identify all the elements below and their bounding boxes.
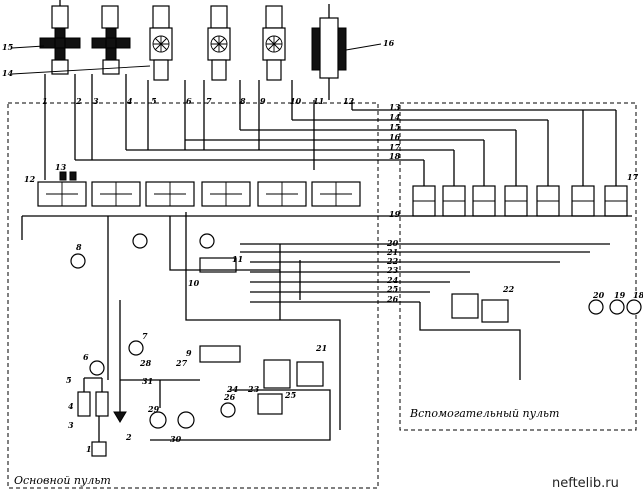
callout-29: 29 bbox=[147, 404, 160, 414]
callout-31: 31 bbox=[142, 376, 153, 386]
callout-21: 21 bbox=[315, 343, 327, 353]
line-num-5: 5 bbox=[151, 96, 157, 106]
line-num-16: 16 bbox=[389, 132, 401, 142]
main-panel-piping bbox=[21, 212, 521, 441]
line-num-20: 20 bbox=[386, 238, 399, 248]
callout-10: 10 bbox=[188, 278, 200, 288]
gauges bbox=[70, 233, 642, 418]
line-num-7: 7 bbox=[206, 96, 212, 106]
callout-12: 12 bbox=[24, 174, 36, 184]
line-num-13: 13 bbox=[389, 102, 401, 112]
line-num-25: 25 bbox=[386, 284, 399, 294]
line-num-10: 10 bbox=[290, 96, 302, 106]
callout-14: 14 bbox=[2, 68, 14, 78]
line-num-3: 3 bbox=[93, 96, 99, 106]
main-panel-caption: Основной пульт bbox=[14, 474, 111, 487]
callout-6: 6 bbox=[83, 352, 89, 362]
callout-22: 22 bbox=[502, 284, 515, 294]
line-num-8: 8 bbox=[240, 96, 246, 106]
line-num-4: 4 bbox=[127, 96, 133, 106]
callout-23: 23 bbox=[247, 384, 260, 394]
callout-25: 25 bbox=[284, 390, 297, 400]
actuator-cross-2 bbox=[91, 5, 131, 75]
callout-8: 8 bbox=[76, 242, 82, 252]
actuator-wheel-4 bbox=[207, 5, 231, 81]
actuator-16 bbox=[311, 4, 347, 100]
line-num-6: 6 bbox=[186, 96, 192, 106]
actuator-wheel-5 bbox=[262, 5, 286, 81]
callout-16: 16 bbox=[383, 38, 395, 48]
panel-borders bbox=[7, 102, 637, 489]
line-num-2: 2 bbox=[75, 96, 82, 106]
right-line-number-labels: 13 14 15 16 17 18 19 20 21 22 23 24 25 2… bbox=[386, 102, 401, 304]
line-num-26: 26 bbox=[386, 294, 399, 304]
line-num-17: 17 bbox=[389, 142, 401, 152]
callout-3: 3 bbox=[68, 420, 74, 430]
line-num-9: 9 bbox=[260, 96, 266, 106]
actuator-wheel-3 bbox=[149, 5, 173, 81]
callout-4: 4 bbox=[68, 401, 74, 411]
callout-30: 30 bbox=[170, 434, 182, 444]
callout-28: 28 bbox=[139, 358, 152, 368]
callout-19: 19 bbox=[614, 290, 626, 300]
top-line-number-labels: 1 2 3 4 5 6 7 8 9 10 11 12 bbox=[42, 96, 355, 106]
line-num-1: 1 bbox=[42, 96, 48, 106]
aux-valve-row bbox=[398, 109, 628, 217]
top-pipes bbox=[44, 74, 353, 180]
callout-26: 26 bbox=[223, 392, 236, 402]
callout-24: 24 bbox=[226, 384, 239, 394]
pump-station bbox=[77, 257, 509, 457]
line-num-21: 21 bbox=[386, 247, 398, 257]
line-num-18: 18 bbox=[389, 151, 401, 161]
callout-15: 15 bbox=[2, 42, 14, 52]
callout-9: 9 bbox=[186, 348, 192, 358]
component-callouts: 15 14 16 12 13 17 18 19 20 22 8 11 10 9 … bbox=[2, 38, 643, 454]
line-num-24: 24 bbox=[386, 275, 399, 285]
callout-17: 17 bbox=[627, 172, 639, 182]
line-num-22: 22 bbox=[386, 256, 399, 266]
actuator-cross-left bbox=[39, 0, 81, 75]
callout-20: 20 bbox=[592, 290, 605, 300]
line-num-19: 19 bbox=[389, 209, 401, 219]
callout-2: 2 bbox=[125, 432, 132, 442]
bus-lines-lower bbox=[22, 215, 632, 303]
line-num-12: 12 bbox=[343, 96, 355, 106]
callout-11: 11 bbox=[232, 254, 243, 264]
watermark: neftelib.ru bbox=[552, 476, 619, 491]
callout-27: 27 bbox=[175, 358, 188, 368]
line-num-11: 11 bbox=[313, 96, 324, 106]
callout-18: 18 bbox=[633, 290, 643, 300]
callout-7: 7 bbox=[142, 331, 148, 341]
line-num-14: 14 bbox=[389, 112, 401, 122]
bus-lines-upper bbox=[75, 109, 398, 161]
distributor-row bbox=[37, 171, 361, 207]
line-num-23: 23 bbox=[386, 265, 399, 275]
callout-13: 13 bbox=[55, 162, 67, 172]
line-num-15: 15 bbox=[389, 122, 401, 132]
callout-5: 5 bbox=[66, 375, 72, 385]
aux-panel-caption: Вспомогательный пульт bbox=[409, 407, 559, 420]
callout-1: 1 bbox=[86, 444, 92, 454]
